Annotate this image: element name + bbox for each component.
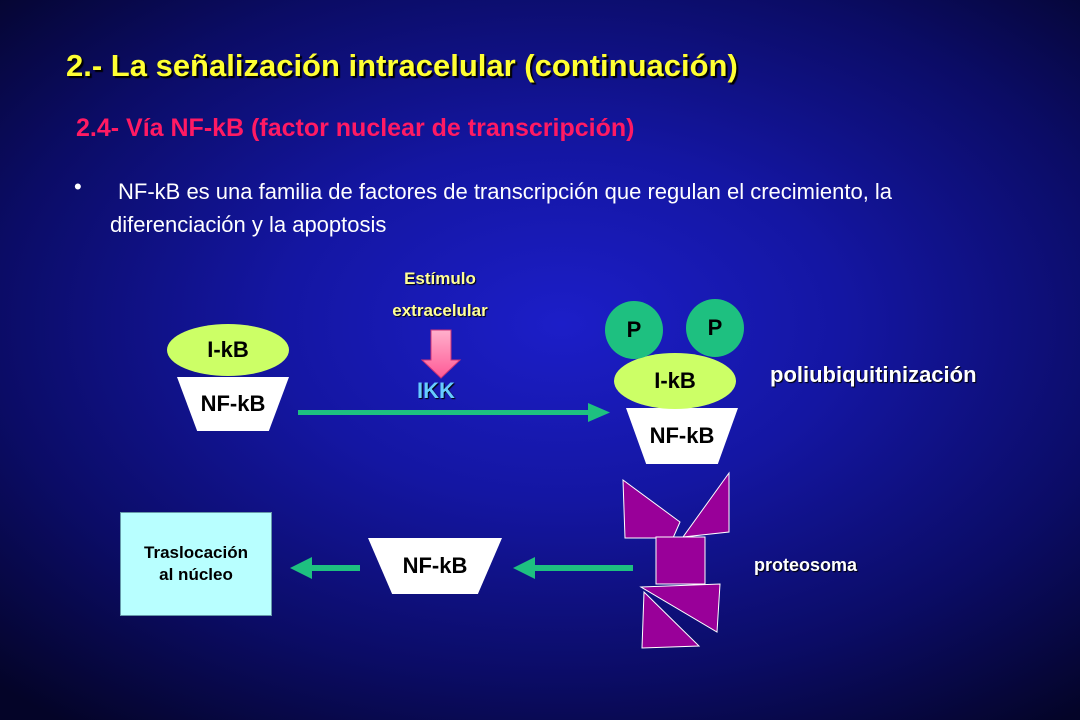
ikk-arrow xyxy=(298,403,610,422)
polyubiquitination-label: poliubiquitinización xyxy=(770,362,977,387)
stimulus-label-line1: Estímulo xyxy=(404,269,476,288)
released-nfkb-trapezoid: NF-kB xyxy=(368,538,502,594)
phosphate-circle-left: P xyxy=(605,301,663,359)
translocation-line2: al núcleo xyxy=(159,565,233,584)
slide-title: 2.- La señalización intracelular (contin… xyxy=(66,48,738,83)
bullet-text: NF-kB es una familia de factores de tran… xyxy=(110,179,893,237)
proteasome-to-nfkb-arrow xyxy=(513,557,633,579)
proteasome-shape xyxy=(622,471,730,649)
ikk-label: IKK xyxy=(417,378,455,403)
left-ikb-ellipse: I-kB xyxy=(167,324,289,376)
right-nfkb-label: NF-kB xyxy=(649,423,715,448)
slide-subtitle: 2.4- Vía NF-kB (factor nuclear de transc… xyxy=(76,114,635,142)
right-ikb-ellipse: I-kB xyxy=(614,353,736,409)
phosphate-circle-right: P xyxy=(686,299,744,357)
phosphate-label-right: P xyxy=(707,315,723,340)
stimulus-label: Estímulo extracelular xyxy=(340,263,540,327)
left-nfkb-trapezoid: NF-kB xyxy=(177,377,289,431)
bullet-marker: • xyxy=(74,174,82,199)
translocation-line1: Traslocación xyxy=(144,543,248,562)
translocation-box: Traslocación al núcleo xyxy=(120,512,272,616)
stimulus-arrow xyxy=(420,329,462,379)
left-nfkb-label: NF-kB xyxy=(200,391,266,416)
phosphate-label-left: P xyxy=(626,317,642,342)
released-nfkb-label: NF-kB xyxy=(402,553,468,578)
right-nfkb-trapezoid: NF-kB xyxy=(626,408,738,464)
proteasome-label: proteosoma xyxy=(754,555,858,575)
left-ikb-label: I-kB xyxy=(207,337,249,362)
nfkb-to-nucleus-arrow xyxy=(290,557,360,579)
stimulus-label-line2: extracelular xyxy=(392,301,488,320)
right-ikb-label: I-kB xyxy=(654,368,696,393)
